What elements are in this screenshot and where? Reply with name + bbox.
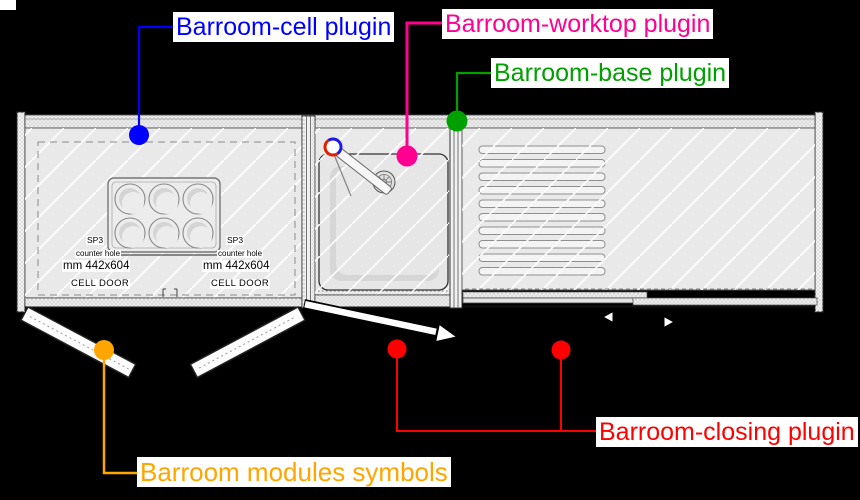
closing-plugin-label[interactable]: Barroom-closing plugin — [596, 417, 858, 447]
base-callout-line — [455, 71, 491, 118]
worktop-callout-line — [405, 21, 443, 152]
sp3-label-right: SP3 — [226, 235, 245, 245]
cell-door-label-left: CELL DOOR — [70, 278, 131, 289]
modules-symbols-label[interactable]: Barroom modules symbols — [137, 457, 451, 487]
faucet — [323, 137, 392, 197]
right-end-panel[interactable] — [814, 111, 824, 313]
slide-arrow-left-icon — [601, 310, 614, 324]
left-end-panel[interactable] — [16, 111, 26, 313]
worktop-plugin-label[interactable]: Barroom-worktop plugin — [442, 9, 714, 39]
faucet-hot-indicator — [323, 139, 339, 157]
counter-hole-size-right: mm 442x604 — [202, 260, 271, 273]
open-cell-door-left[interactable] — [19, 305, 137, 379]
door-notch-marks — [162, 288, 178, 297]
faucet-cold-indicator — [327, 137, 343, 155]
modules-callout-line — [102, 350, 138, 475]
cell-plugin-label[interactable]: Barroom-cell plugin — [173, 12, 395, 42]
module-divider-left — [301, 115, 316, 309]
closing-callout-line — [396, 349, 597, 432]
module-divider-right — [449, 115, 463, 309]
cell-plugin-marker-dot[interactable] — [129, 125, 149, 145]
open-cell-door-right[interactable] — [189, 305, 307, 379]
closing-plugin-marker-dot-2[interactable] — [551, 340, 571, 360]
sink-module[interactable] — [314, 127, 451, 309]
counter-hole-label-right: counter hole — [217, 249, 264, 259]
base-module[interactable] — [461, 127, 818, 308]
counter-hole-label-left: counter hole — [75, 249, 122, 259]
cooktop[interactable] — [107, 177, 221, 253]
base-plugin-label[interactable]: Barroom-base plugin — [491, 58, 730, 88]
worktop-plugin-marker-dot[interactable] — [396, 145, 418, 167]
corner-artifact — [0, 0, 16, 10]
burners — [114, 183, 214, 249]
slide-arrow-right-icon — [663, 315, 676, 329]
counter-hole-size-left: mm 442x604 — [62, 260, 131, 273]
base-plugin-marker-dot[interactable] — [446, 110, 468, 132]
sp3-label-left: SP3 — [86, 235, 105, 245]
cell-callout-line — [137, 25, 173, 130]
modules-symbols-marker-dot[interactable] — [94, 340, 114, 360]
worktop-rail[interactable] — [24, 114, 816, 129]
closing-plugin-marker-dot-1[interactable] — [387, 339, 407, 359]
slide-direction-arrow — [302, 299, 459, 343]
sliding-door-left-panel[interactable] — [462, 291, 648, 304]
cell-door-label-right: CELL DOOR — [210, 278, 271, 289]
sliding-door-right-panel[interactable] — [632, 297, 818, 306]
